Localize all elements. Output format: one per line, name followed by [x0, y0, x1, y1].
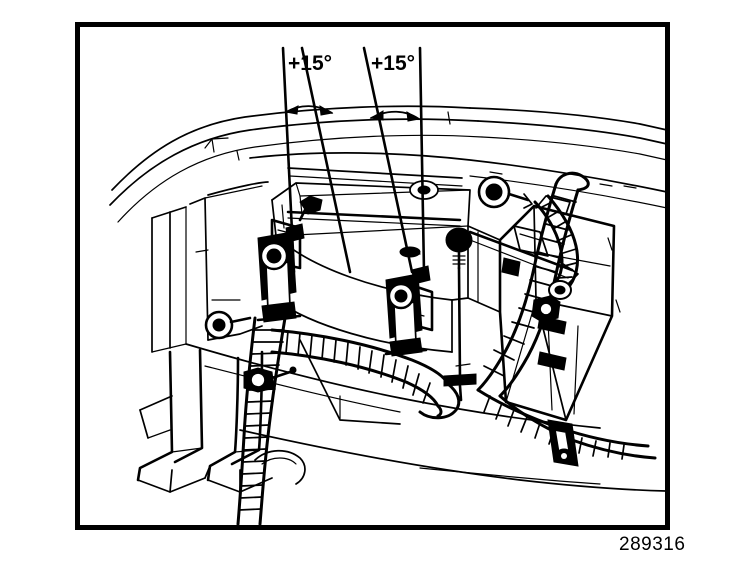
detail-marks [195, 171, 637, 367]
vehicle-body-structure [109, 105, 668, 492]
connector-pin [394, 289, 408, 303]
arrow-head-right-a [369, 110, 384, 121]
angle-label-right: +15° [371, 52, 415, 75]
figure-number: 289316 [619, 534, 686, 555]
fastener-cap-center [417, 185, 431, 195]
angle-dimension-callouts: +15° +15° [281, 46, 426, 274]
reference-line-right-vertical [418, 46, 426, 274]
clip-pin [289, 366, 297, 374]
conduit-end-hole [554, 285, 566, 295]
connector-pin [266, 248, 282, 264]
stud-head [399, 246, 421, 258]
conduit-clamp-icon [250, 372, 266, 388]
conduit-clamp-icon [539, 302, 553, 316]
illustration-content: +15° +15° [109, 46, 668, 526]
bolt-head-icon [445, 227, 473, 253]
corrugated-wire-conduit-mid [270, 328, 461, 420]
grommet-fitting [477, 175, 533, 209]
corrugated-wire-conduit-upper-right [533, 194, 580, 300]
grommet-inner [485, 183, 503, 201]
left-grommet [204, 310, 252, 340]
angle-line-left-slanted [300, 46, 352, 274]
corrugated-wire-conduit-bottom-right [476, 388, 657, 467]
angle-label-left: +15° [288, 52, 332, 75]
mounting-stud-bolt [443, 227, 477, 402]
relay-junction-module [498, 195, 616, 422]
harness-connector-left [256, 223, 305, 323]
arrow-head-left-a [284, 105, 299, 115]
arrow-head-right-b [406, 111, 421, 122]
reference-line-left-vertical [281, 46, 296, 274]
arrow-head-left-b [319, 105, 334, 116]
angle-line-right-slanted [362, 46, 414, 274]
harness-connector-right [384, 265, 431, 357]
conduit-retainer-clamp [547, 419, 579, 467]
grommet-inner [212, 318, 226, 332]
corrugated-wire-conduit-right [476, 171, 590, 398]
